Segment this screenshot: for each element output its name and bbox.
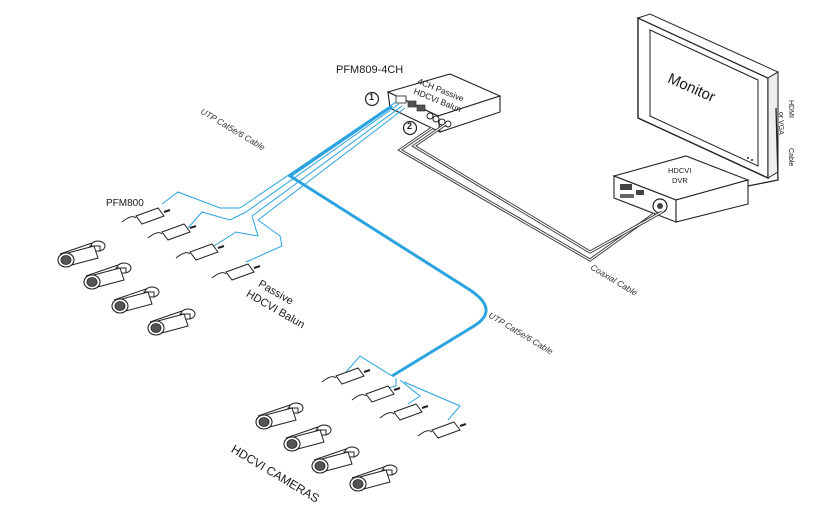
hdmi-cable-label-b: or VGA <box>777 112 784 135</box>
camera <box>83 262 132 290</box>
hdcvi-dvr <box>612 155 750 223</box>
camera <box>111 286 160 314</box>
camera <box>311 446 360 474</box>
balun <box>121 207 171 225</box>
coaxial-cable <box>397 122 663 262</box>
balun <box>321 367 371 385</box>
port-callout-1: 1 <box>369 92 375 102</box>
balun <box>175 243 225 261</box>
camera <box>57 240 106 268</box>
hdmi-cable-label-c: Cable <box>787 148 794 167</box>
camera <box>147 308 196 336</box>
camera <box>283 424 332 452</box>
balun <box>417 421 467 439</box>
device-model-label: PFM809-4CH <box>336 64 404 76</box>
passive-balun-box <box>364 73 502 136</box>
balun-model-label: PFM800 <box>106 198 144 209</box>
balun <box>351 385 401 403</box>
camera-group-upper <box>57 207 261 336</box>
camera <box>255 402 304 430</box>
hdmi-cable <box>747 107 779 187</box>
balun <box>379 403 429 421</box>
balun <box>211 263 261 281</box>
dvr-label-line1: HDCVI <box>668 166 692 175</box>
dvr-label-line2: DVR <box>672 176 688 185</box>
camera <box>349 464 398 492</box>
monitor <box>636 13 780 180</box>
port-callout-2: 2 <box>407 121 413 131</box>
hdmi-cable-label-a: HDMI <box>787 100 794 118</box>
utp-cable-upper <box>161 101 406 263</box>
utp-cable-lower <box>287 104 488 421</box>
